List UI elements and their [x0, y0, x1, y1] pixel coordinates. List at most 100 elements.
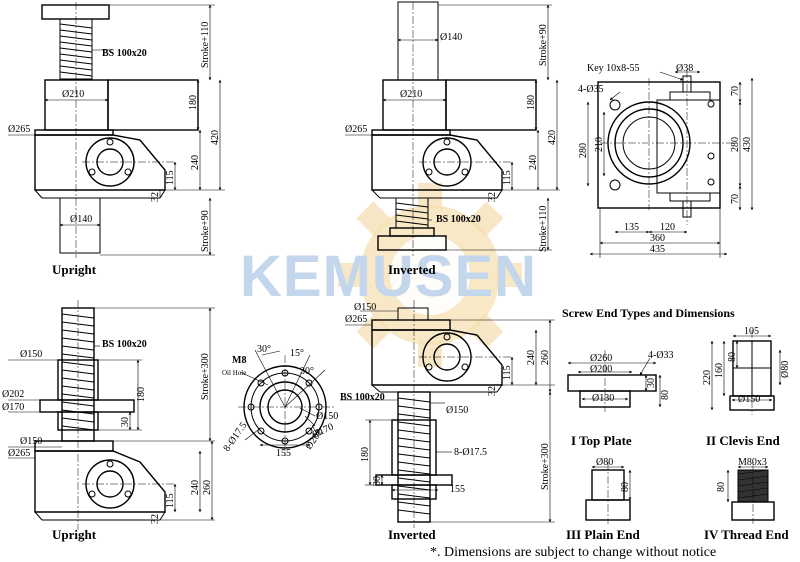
- nut-m8: M8: [232, 355, 246, 366]
- clevis-d80: Ø80: [780, 361, 791, 378]
- upright-bottom-dim-30: 30: [120, 417, 131, 427]
- upright-top-dim-32: 32: [150, 192, 161, 202]
- inverted-bottom-d150-top: Ø150: [354, 302, 376, 313]
- view-nut-flange: M8 Oil Hole 30° 15° 30° 8-Ø17.5 Ø150 Ø17…: [221, 344, 338, 459]
- clevis-end: 105 220 160 80 Ø80 Ø150 II Clevis End: [702, 326, 791, 448]
- top-plate-label: I Top Plate: [571, 433, 632, 448]
- upright-bottom-d-flange: Ø265: [8, 448, 30, 459]
- nut-holes: 8-Ø17.5: [221, 420, 249, 453]
- inverted-bottom-dim-115: 115: [502, 365, 513, 380]
- inverted-top-d-cover: Ø210: [400, 89, 422, 100]
- inverted-top-dim-180: 180: [526, 95, 537, 110]
- view-inverted-bottom: Ø150 Ø265 BS 100x20 Ø150 8-Ø17.5 240 260…: [340, 300, 555, 542]
- plan-holes: 4-Ø35: [578, 84, 604, 95]
- screw-end-types: Screw End Types and Dimensions Ø260 Ø200…: [562, 306, 791, 542]
- upright-top-d-flange: Ø265: [8, 124, 30, 135]
- nut-dim-155: 155: [276, 448, 291, 459]
- view-upright-bottom: BS 100x20 Ø150 Ø202 Ø170 Ø150 Ø265 180 3…: [2, 300, 215, 542]
- upright-bottom-dim-260: 260: [202, 480, 213, 495]
- inverted-top-dim-32: 32: [487, 192, 498, 202]
- plan-shaft: Ø38: [676, 63, 693, 74]
- upright-bottom-dim-115: 115: [165, 493, 176, 508]
- top-plate-d200: Ø200: [590, 364, 612, 375]
- clevis-d150: Ø150: [738, 394, 760, 405]
- plan-dim-280-right: 280: [730, 137, 741, 152]
- upright-bottom-dim-240: 240: [190, 480, 201, 495]
- upright-bottom-d150-bottom: Ø150: [20, 436, 42, 447]
- inverted-bottom-dim-32: 32: [487, 386, 498, 396]
- inverted-top-stroke-bottom: Stroke+110: [538, 206, 549, 252]
- inverted-bottom-dim-155: 155: [450, 484, 465, 495]
- inverted-bottom-dim-260: 260: [540, 350, 551, 365]
- inverted-top-d-flange: Ø265: [345, 124, 367, 135]
- inverted-top-screw: BS 100x20: [436, 214, 481, 225]
- upright-top-stroke-bottom: Stroke+90: [200, 210, 211, 252]
- upright-bottom-d202: Ø202: [2, 389, 24, 400]
- inverted-top-d-tube: Ø140: [440, 32, 462, 43]
- clevis-label: II Clevis End: [706, 433, 780, 448]
- inverted-bottom-screw: BS 100x20: [340, 392, 385, 403]
- nut-oil-hole: Oil Hole: [222, 369, 246, 377]
- plan-dim-435: 435: [650, 244, 665, 255]
- top-plate-dim-80: 80: [660, 390, 671, 400]
- thread-end: M80x3 80 IV Thread End: [704, 457, 789, 542]
- inverted-bottom-d-flange: Ø265: [345, 314, 367, 325]
- view-upright-top: BS 100x20 Ø210 Ø265 Ø140 Stroke+110 180 …: [8, 2, 225, 277]
- upright-bottom-stroke: Stroke+300: [200, 353, 211, 400]
- plan-key: Key 10x8-55: [587, 63, 640, 74]
- plan-dim-135: 135: [624, 222, 639, 233]
- plan-dim-70-bottom: 70: [730, 194, 741, 204]
- nut-angle-30-left: 30°: [257, 344, 271, 355]
- upright-bottom-d150-top: Ø150: [20, 349, 42, 360]
- upright-bottom-d170: Ø170: [2, 402, 24, 413]
- inverted-bottom-d150-nut: Ø150: [446, 405, 468, 416]
- upright-top-dim-240: 240: [190, 155, 201, 170]
- upright-bottom-dim-32: 32: [150, 514, 161, 524]
- watermark-text: KEMUSEN: [240, 244, 537, 309]
- thread-m80: M80x3: [738, 457, 767, 468]
- plain-d80: Ø80: [596, 457, 613, 468]
- upright-top-d-cover: Ø210: [62, 89, 84, 100]
- nut-angle-15: 15°: [290, 348, 304, 359]
- plan-dim-360: 360: [650, 233, 665, 244]
- inverted-top-stroke-top: Stroke+90: [538, 24, 549, 66]
- thread-label: IV Thread End: [704, 527, 789, 542]
- inverted-bottom-holes: 8-Ø17.5: [454, 447, 487, 458]
- inverted-bottom-dim-30: 30: [372, 476, 383, 486]
- inverted-bottom-dim-180: 180: [360, 447, 371, 462]
- inverted-top-dim-420: 420: [547, 130, 558, 145]
- top-plate: Ø260 Ø200 4-Ø33 Ø130 30 80 I Top Plate: [567, 350, 674, 448]
- upright-top-dim-420: 420: [210, 130, 221, 145]
- plan-dim-210: 210: [594, 137, 605, 152]
- footnote: *. Dimensions are subject to change with…: [430, 545, 716, 560]
- plain-dim-80: 80: [620, 482, 631, 492]
- upright-top-d-tube: Ø140: [70, 214, 92, 225]
- upright-top-dim-180: 180: [188, 95, 199, 110]
- upright-top-dim-115: 115: [165, 170, 176, 185]
- top-plate-dim-30: 30: [646, 378, 657, 388]
- plain-label: III Plain End: [566, 527, 640, 542]
- clevis-dim-105: 105: [744, 326, 759, 337]
- upright-bottom-caption: Upright: [52, 527, 97, 542]
- clevis-dim-160: 160: [714, 363, 725, 378]
- clevis-dim-220: 220: [702, 370, 713, 385]
- top-plate-d260: Ø260: [590, 353, 612, 364]
- upright-top-screw: BS 100x20: [102, 48, 147, 59]
- view-plan-top: Key 10x8-55 Ø38 4-Ø35 280 210 70 280 430…: [578, 63, 754, 258]
- plain-end: Ø80 80 III Plain End: [566, 457, 640, 542]
- watermark-gear-icon: [338, 183, 522, 367]
- inverted-bottom-caption: Inverted: [388, 527, 436, 542]
- nut-d150: Ø150: [316, 411, 338, 422]
- inverted-top-dim-240: 240: [528, 155, 539, 170]
- watermark: KEMUSEN: [240, 183, 537, 367]
- inverted-bottom-stroke: Stroke+300: [540, 443, 551, 490]
- top-plate-holes: 4-Ø33: [648, 350, 674, 361]
- screw-ends-title: Screw End Types and Dimensions: [562, 306, 735, 320]
- inverted-top-dim-115: 115: [502, 170, 513, 185]
- upright-top-caption: Upright: [52, 262, 97, 277]
- top-plate-d130: Ø130: [592, 393, 614, 404]
- upright-bottom-screw: BS 100x20: [102, 339, 147, 350]
- plan-dim-70-top: 70: [730, 86, 741, 96]
- clevis-dim-80: 80: [727, 352, 738, 362]
